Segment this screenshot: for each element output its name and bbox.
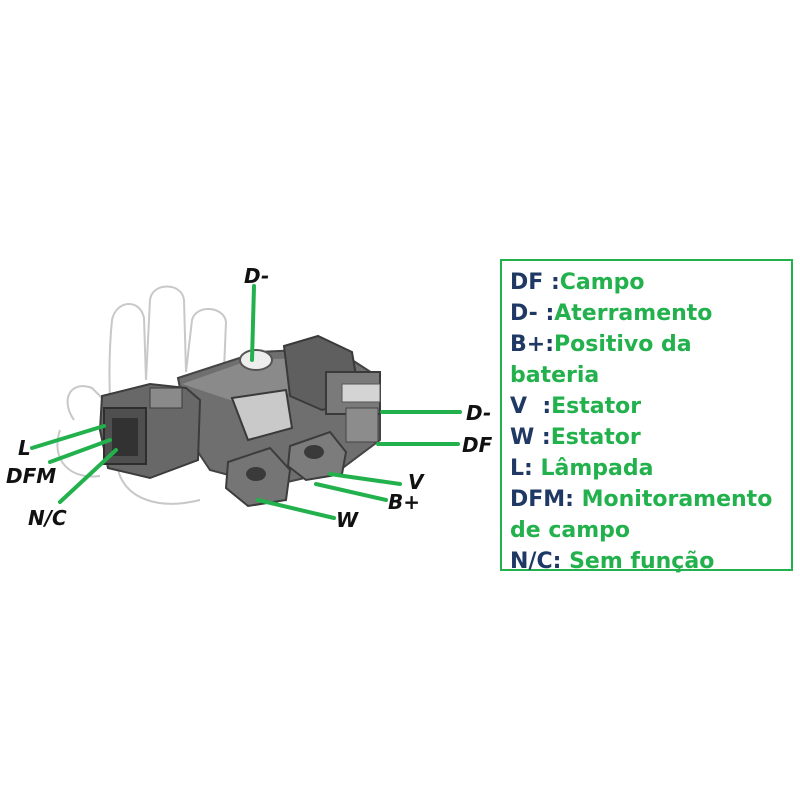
leader-lines: [30, 284, 462, 520]
legend-row-d-minus: D- :Aterramento: [510, 298, 791, 329]
connector-plug: [98, 382, 202, 480]
legend-row-l: L: Lâmpada: [510, 453, 791, 484]
line-dfm: [48, 438, 112, 464]
legend-desc: Sem função: [569, 549, 715, 574]
legend-desc: Monitoramento: [581, 487, 773, 512]
line-w: [256, 498, 336, 520]
label-d-minus-top: D-: [244, 264, 270, 288]
label-d-minus-right: D-: [466, 401, 492, 425]
legend-desc: Aterramento: [554, 301, 713, 326]
legend-code: V :: [510, 394, 552, 419]
legend-desc: Positivo da: [554, 332, 692, 357]
legend-row-w: W :Estator: [510, 422, 791, 453]
legend-desc: Estator: [551, 394, 642, 419]
label-nc: N/C: [28, 506, 67, 530]
legend-row-v: V :Estator: [510, 391, 791, 422]
label-df: DF: [462, 433, 493, 457]
legend-desc: Estator: [550, 425, 641, 450]
legend-desc: Campo: [559, 270, 645, 295]
legend-row-nc: N/C: Sem função: [510, 546, 791, 577]
legend-desc: Lâmpada: [540, 456, 654, 481]
legend-row-dfm: DFM: Monitoramento de campo: [510, 484, 791, 546]
line-d-minus-top: [250, 284, 256, 362]
legend-desc-continued: de campo: [510, 518, 631, 543]
line-nc: [58, 448, 118, 504]
line-b-plus: [314, 482, 388, 502]
legend-desc-continued: bateria: [510, 363, 600, 388]
legend-row-df: DF :Campo: [510, 267, 791, 298]
label-b-plus: B+: [388, 490, 421, 514]
label-dfm: DFM: [6, 464, 57, 488]
legend-code: L:: [510, 456, 541, 481]
legend-code: DFM:: [510, 487, 582, 512]
label-l: L: [18, 436, 31, 460]
legend-code: D- :: [510, 301, 555, 326]
legend-code: W :: [510, 425, 551, 450]
legend-code: N/C:: [510, 549, 570, 574]
regulator-body: [176, 334, 381, 508]
label-w: W: [336, 508, 359, 532]
label-v: V: [408, 470, 424, 494]
line-l: [30, 424, 106, 450]
legend-row-b-plus: B+:Positivo da bateria: [510, 329, 791, 391]
legend-code: DF :: [510, 270, 560, 295]
legend-box: DF :Campo D- :Aterramento B+:Positivo da…: [500, 259, 793, 574]
line-v: [328, 472, 402, 486]
legend-code: B+:: [510, 332, 554, 357]
